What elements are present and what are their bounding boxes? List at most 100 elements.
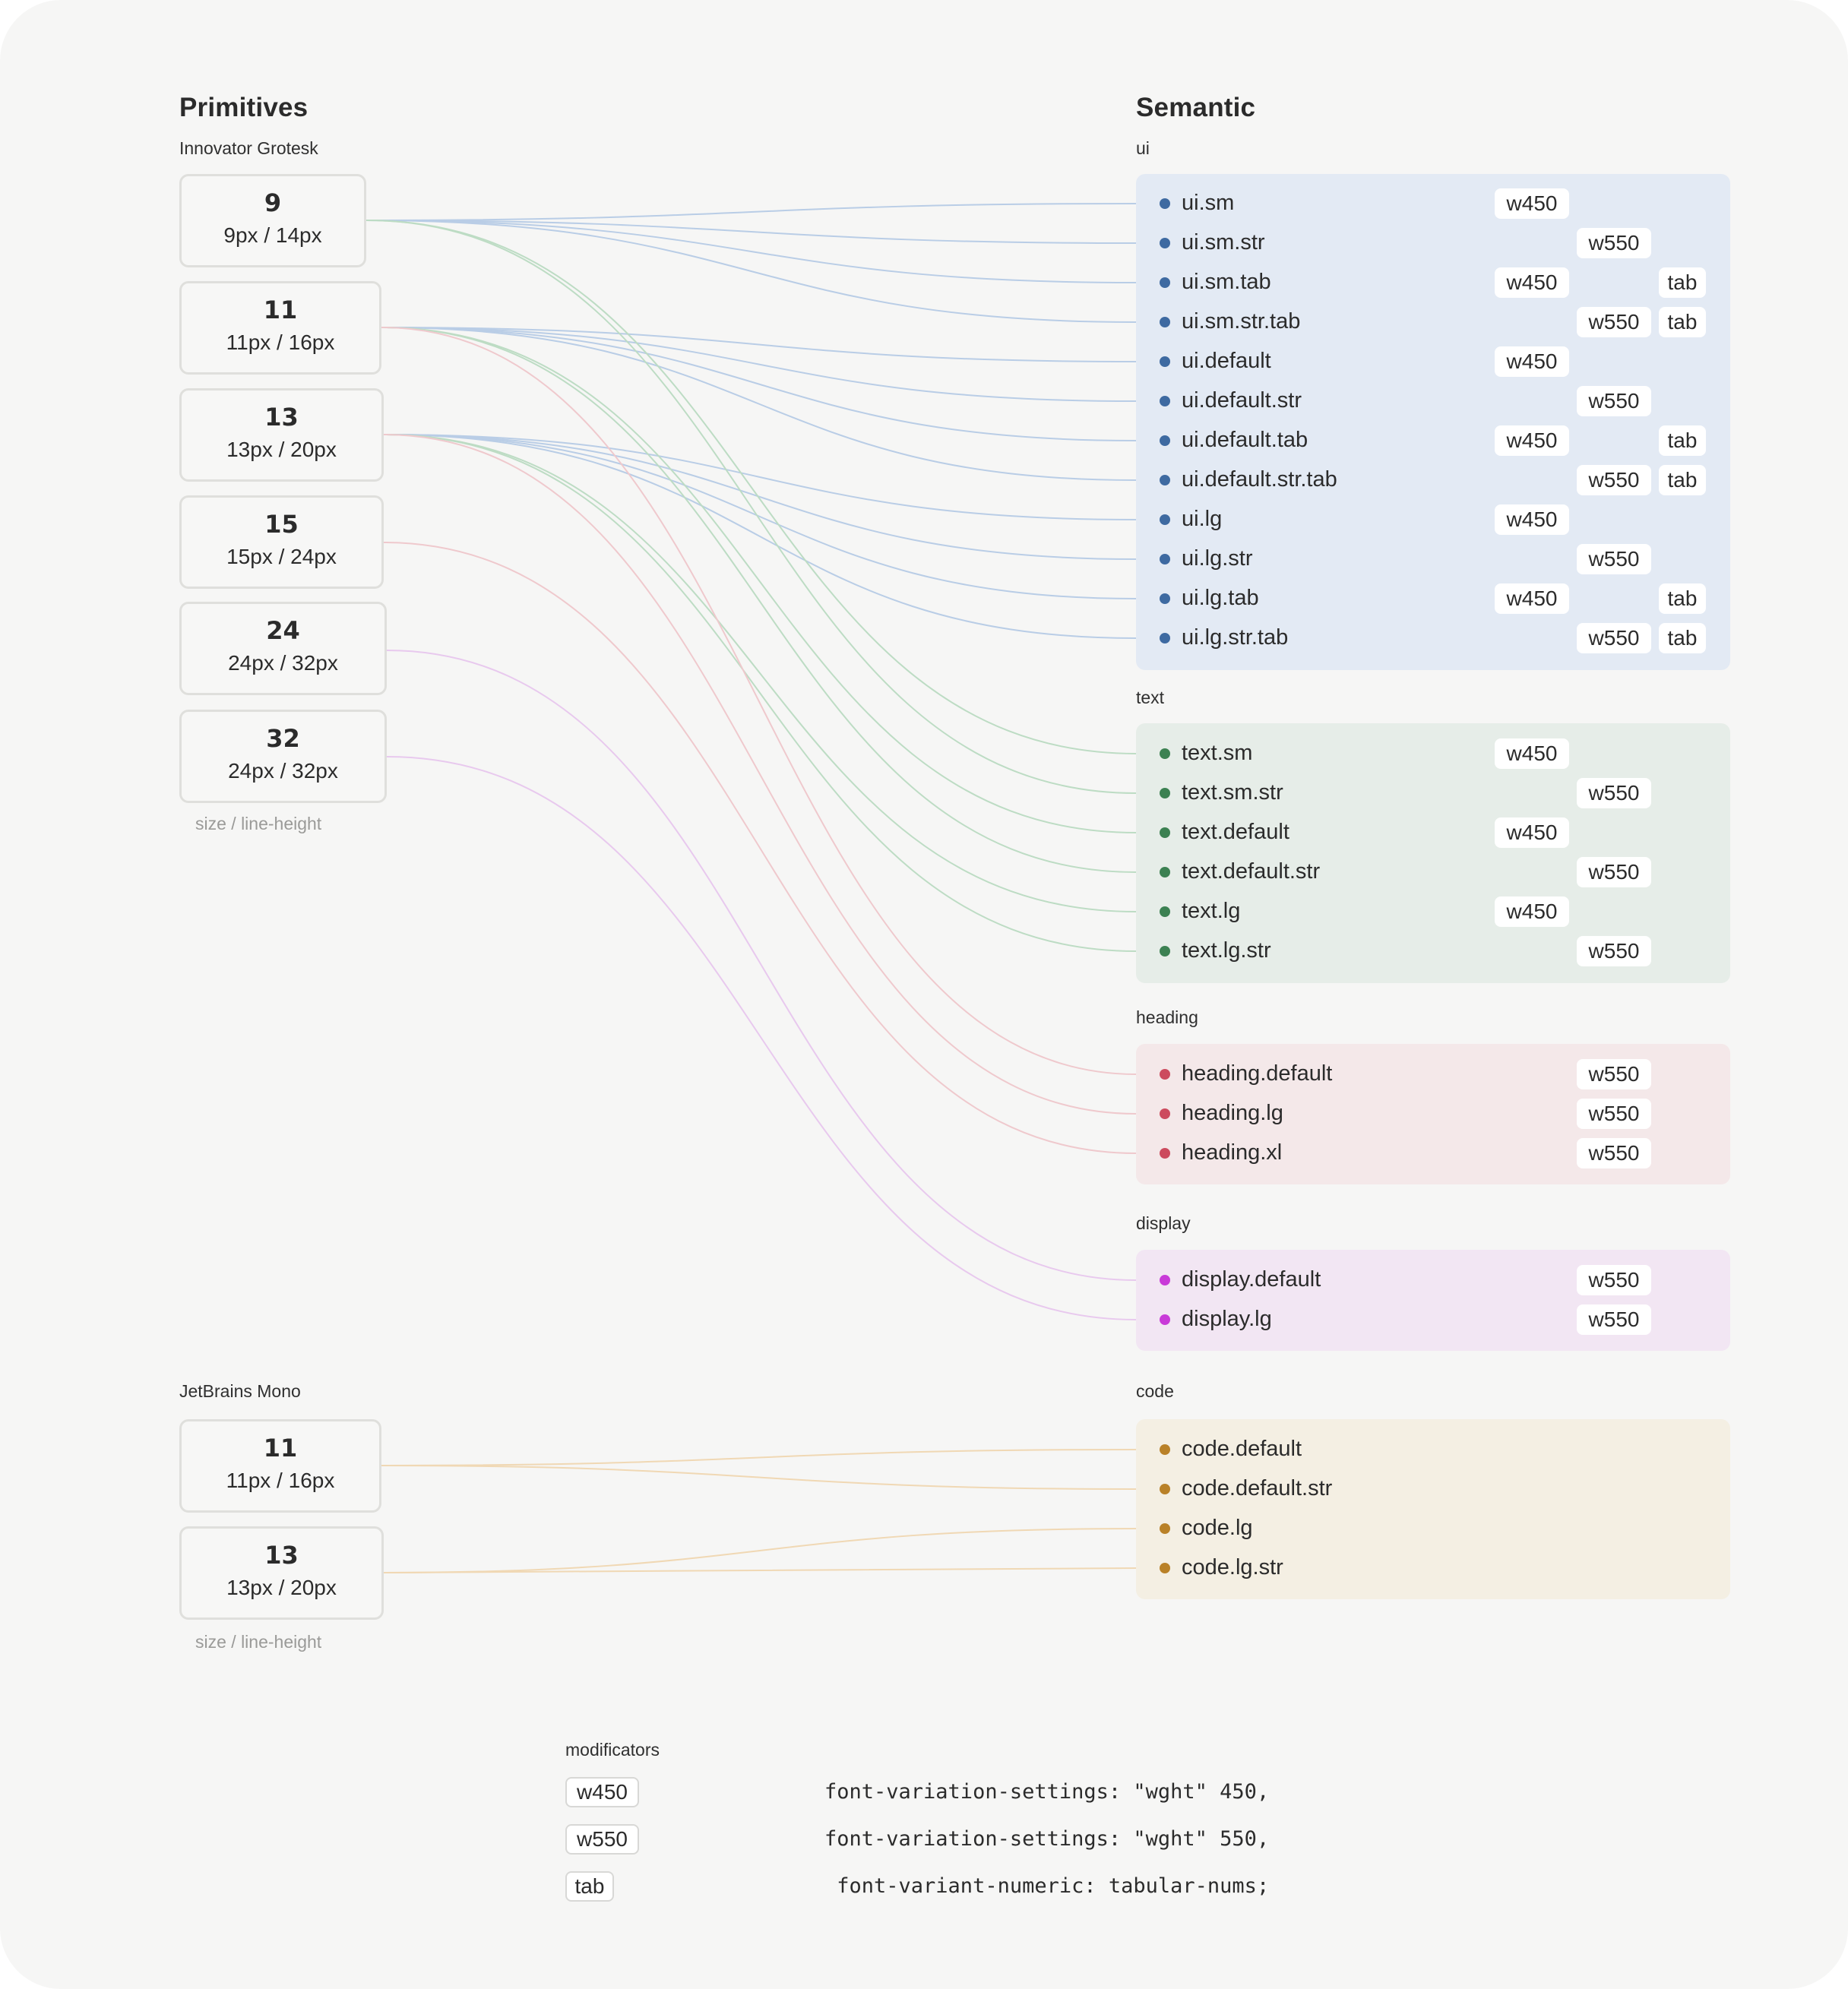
primitive-box-11: 11 11px / 16px (179, 281, 381, 375)
semantic-token-name: ui.sm.str.tab (1182, 309, 1301, 334)
modifier-badge-w450: w450 (1495, 896, 1569, 927)
semantic-row-code-default-str: code.default.str (1136, 1472, 1730, 1506)
primitive-size: 24 (266, 616, 300, 645)
modifier-badge-w550: w550 (1577, 228, 1651, 258)
semantic-token-name: display.default (1182, 1267, 1321, 1292)
modifier-badge-w550: w550 (1577, 936, 1651, 966)
semantic-row-text-sm-str: text.sm.str w550 (1136, 776, 1730, 810)
semantic-token-name: display.lg (1182, 1307, 1272, 1331)
semantic-token-name: code.lg (1182, 1516, 1253, 1540)
bullet-dot-icon (1160, 748, 1170, 759)
semantic-token-name: ui.lg (1182, 507, 1223, 531)
modifier-badge-w550: w550 (1577, 386, 1651, 416)
innovator-font-label: Innovator Grotesk (179, 138, 318, 158)
semantic-token-name: ui.sm (1182, 191, 1235, 215)
modifier-badge-w450: w450 (1495, 504, 1569, 535)
primitive-box-32: 32 24px / 32px (179, 710, 387, 803)
semantic-token-name: ui.lg.str (1182, 546, 1253, 571)
modificator-tag-w450: w450 (565, 1777, 639, 1807)
modificators-title: modificators (565, 1740, 660, 1760)
bullet-dot-icon (1160, 946, 1170, 957)
modifier-badge-w550: w550 (1577, 778, 1651, 808)
semantic-token-name: ui.default (1182, 349, 1271, 373)
semantic-token-name: heading.xl (1182, 1140, 1283, 1165)
primitive-size: 11 (263, 1434, 298, 1462)
group-label-heading: heading (1136, 1007, 1198, 1027)
modifier-badge-w550: w550 (1577, 623, 1651, 653)
primitive-size-lineheight: 9px / 14px (223, 223, 322, 247)
bullet-dot-icon (1160, 827, 1170, 838)
bullet-dot-icon (1160, 238, 1170, 248)
group-label-ui: ui (1136, 138, 1150, 158)
modificator-code-w450: font-variation-settings: "wght" 450, (824, 1780, 1270, 1804)
bullet-dot-icon (1160, 1148, 1170, 1159)
semantic-token-name: ui.lg.str.tab (1182, 625, 1289, 650)
mono-primitive-box-11: 11 11px / 16px (179, 1419, 381, 1513)
semantic-token-name: text.sm (1182, 741, 1253, 765)
semantic-token-name: code.lg.str (1182, 1555, 1283, 1580)
semantic-token-name: code.default.str (1182, 1476, 1333, 1500)
modifier-badge-w550: w550 (1577, 465, 1651, 495)
semantic-row-ui-sm-str: ui.sm.str w550 (1136, 226, 1730, 260)
modifier-badge-w450: w450 (1495, 738, 1569, 769)
modifier-badge-w550: w550 (1577, 1059, 1651, 1089)
modifier-badge-w550: w550 (1577, 1099, 1651, 1129)
semantic-row-code-default: code.default (1136, 1433, 1730, 1466)
mono-primitive-box-13: 13 13px / 20px (179, 1526, 384, 1620)
semantic-token-name: ui.default.str (1182, 388, 1302, 413)
semantic-row-ui-lg: ui.lg w450 (1136, 503, 1730, 536)
primitive-size-lineheight: 15px / 24px (226, 545, 337, 568)
semantic-token-name: text.default (1182, 820, 1289, 844)
bullet-dot-icon (1160, 906, 1170, 917)
modifier-badge-w450: w450 (1495, 188, 1569, 219)
bullet-dot-icon (1160, 1484, 1170, 1494)
semantic-row-code-lg-str: code.lg.str (1136, 1551, 1730, 1585)
primitive-size-lineheight: 24px / 32px (228, 759, 338, 783)
primitive-size-lineheight: 11px / 16px (226, 1469, 335, 1492)
modifier-badge-w550: w550 (1577, 1265, 1651, 1295)
bullet-dot-icon (1160, 1314, 1170, 1325)
modifier-badge-tab: tab (1659, 307, 1706, 337)
semantic-token-name: heading.lg (1182, 1101, 1283, 1125)
semantic-token-name: text.sm.str (1182, 780, 1283, 805)
primitive-size-lineheight: 24px / 32px (228, 651, 338, 675)
semantic-row-display-lg: display.lg w550 (1136, 1303, 1730, 1336)
bullet-dot-icon (1160, 1523, 1170, 1534)
modifier-badge-tab: tab (1659, 583, 1706, 614)
modifier-badge-w550: w550 (1577, 544, 1651, 574)
bullet-dot-icon (1160, 356, 1170, 367)
bullet-dot-icon (1160, 277, 1170, 288)
group-label-text: text (1136, 688, 1165, 707)
primitive-box-24: 24 24px / 32px (179, 602, 387, 695)
primitives-caption: size / line-height (195, 814, 322, 833)
modifier-badge-w550: w550 (1577, 1304, 1651, 1335)
semantic-token-name: ui.sm.str (1182, 230, 1265, 255)
semantic-row-ui-lg-str: ui.lg.str w550 (1136, 542, 1730, 576)
semantic-row-ui-default-str: ui.default.str w550 (1136, 384, 1730, 418)
bullet-dot-icon (1160, 1069, 1170, 1080)
group-panel-code (1136, 1419, 1730, 1599)
primitive-box-13: 13 13px / 20px (179, 388, 384, 482)
primitive-size: 11 (263, 296, 298, 324)
primitive-size: 15 (264, 510, 299, 539)
primitive-size: 32 (266, 724, 300, 753)
mono-font-label: JetBrains Mono (179, 1381, 301, 1401)
modifier-badge-tab: tab (1659, 465, 1706, 495)
primitive-size: 13 (264, 403, 299, 432)
bullet-dot-icon (1160, 514, 1170, 525)
bullet-dot-icon (1160, 1108, 1170, 1119)
modificator-code-tab: font-variant-numeric: tabular-nums; (824, 1874, 1270, 1898)
modifier-badge-w550: w550 (1577, 857, 1651, 887)
primitive-box-9: 9 9px / 14px (179, 174, 366, 267)
semantic-title: Semantic (1136, 93, 1256, 122)
semantic-token-name: text.lg.str (1182, 938, 1271, 963)
